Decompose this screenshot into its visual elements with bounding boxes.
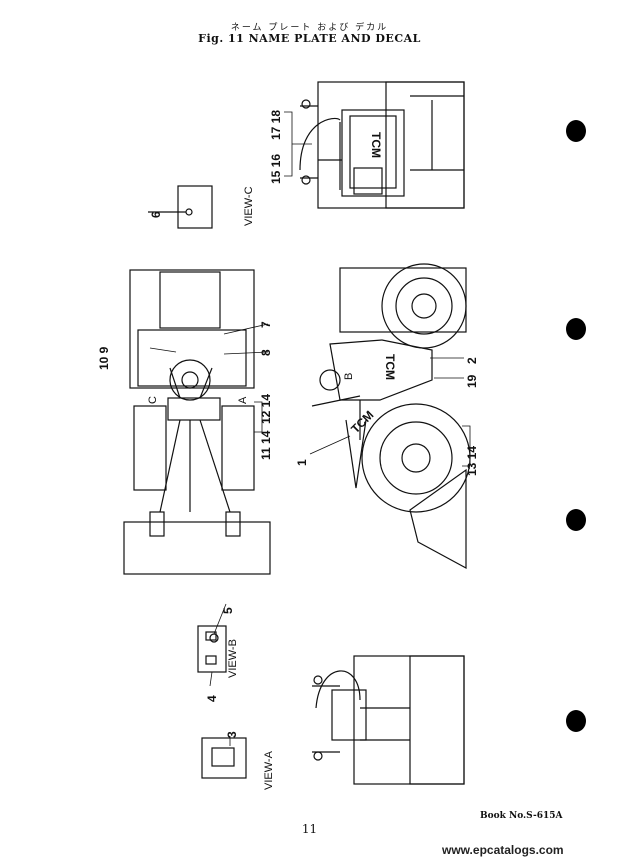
brand-side: TCM [383, 354, 397, 380]
callout-12-14: 12 14 [259, 394, 273, 424]
leader-lines [149, 111, 471, 746]
callout-10-9: 10 9 [97, 346, 111, 370]
view-a-label: VIEW-A [263, 750, 275, 790]
view-a-plate [201, 737, 247, 779]
punch-hole [566, 710, 586, 732]
punch-hole [566, 120, 586, 142]
page-number: 11 [301, 822, 318, 836]
callout-8: 8 [259, 349, 273, 356]
callout-7: 7 [259, 321, 273, 328]
callout-6: 6 [149, 211, 163, 218]
callout-15-16: 15 16 [269, 154, 283, 184]
rear-view-drawing [312, 655, 465, 785]
callout-5: 5 [221, 607, 235, 614]
top-view-drawing [123, 269, 271, 575]
callout-19: 19 [465, 374, 479, 388]
figure-title: Fig. 11 NAME PLATE AND DECAL [198, 32, 421, 45]
arrow-a-label: A [237, 396, 249, 404]
arrow-c-label: C [147, 396, 159, 404]
brand-counterweight: TCM [348, 408, 376, 436]
view-b-plate [197, 625, 227, 673]
callout-11-14: 11 14 [259, 430, 273, 460]
brand-front: TCM [369, 132, 383, 158]
punch-hole [566, 318, 586, 340]
view-b-label: VIEW-B [227, 639, 239, 678]
callout-2: 2 [465, 357, 479, 364]
callout-3: 3 [225, 731, 239, 738]
view-c-label: VIEW-C [243, 186, 255, 226]
callout-17-18: 17 18 [269, 110, 283, 140]
callout-1: 1 [295, 459, 309, 466]
japanese-title: ネーム プレート および デカル [230, 23, 389, 33]
watermark: www.epcatalogs.com [442, 843, 564, 857]
punch-hole [566, 509, 586, 531]
arrow-b-label: B [343, 373, 355, 380]
side-view-drawing [311, 263, 471, 570]
view-c-plate [148, 185, 213, 229]
callout-13-14: 13 14 [465, 446, 479, 476]
callout-4: 4 [205, 695, 219, 702]
front-view-drawing [299, 81, 465, 209]
book-number: Book No.S-615A [480, 811, 563, 821]
